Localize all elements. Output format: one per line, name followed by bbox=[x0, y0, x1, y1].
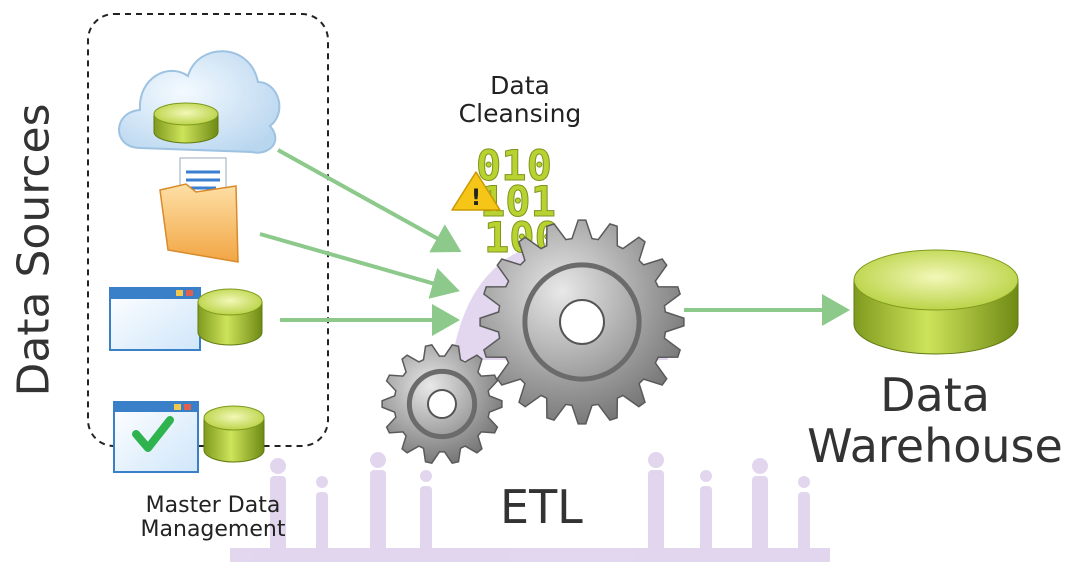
mdm-line-2: Management bbox=[140, 517, 286, 543]
data-warehouse-icon bbox=[853, 249, 1019, 355]
large-gear-icon bbox=[479, 219, 685, 425]
warning-icon: ! bbox=[451, 171, 501, 211]
application-database-icon bbox=[197, 288, 263, 346]
cloud-database-icon bbox=[153, 102, 219, 144]
data-cleansing-label: Data Cleansing bbox=[440, 72, 600, 127]
small-gear-icon bbox=[381, 344, 503, 464]
master-data-management-label: Master Data Management bbox=[108, 493, 318, 543]
application-window-icon bbox=[109, 287, 201, 351]
binary-row: 010 bbox=[476, 141, 552, 190]
master-data-boundary bbox=[87, 13, 329, 447]
arrow-cloud bbox=[277, 148, 462, 253]
etl-label: ETL bbox=[500, 480, 583, 534]
validated-window-icon bbox=[113, 401, 199, 473]
data-warehouse-label: Data Warehouse bbox=[800, 370, 1070, 471]
svg-text:!: ! bbox=[471, 186, 481, 211]
data-sources-text: Data Sources bbox=[8, 103, 60, 397]
data-warehouse-line-2: Warehouse bbox=[807, 418, 1063, 473]
mdm-line-1: Master Data bbox=[145, 493, 281, 518]
data-sources-label: Data Sources bbox=[6, 90, 62, 410]
folder-icon bbox=[159, 157, 239, 263]
arrow-folder bbox=[259, 232, 460, 299]
flow-arrows bbox=[259, 148, 850, 336]
validated-database-icon bbox=[203, 405, 265, 463]
checkmark-icon bbox=[132, 416, 174, 452]
data-cleansing-line-1: Data bbox=[490, 71, 550, 100]
data-cleansing-line-2: Cleansing bbox=[458, 98, 582, 128]
data-warehouse-line-1: Data bbox=[880, 368, 990, 422]
